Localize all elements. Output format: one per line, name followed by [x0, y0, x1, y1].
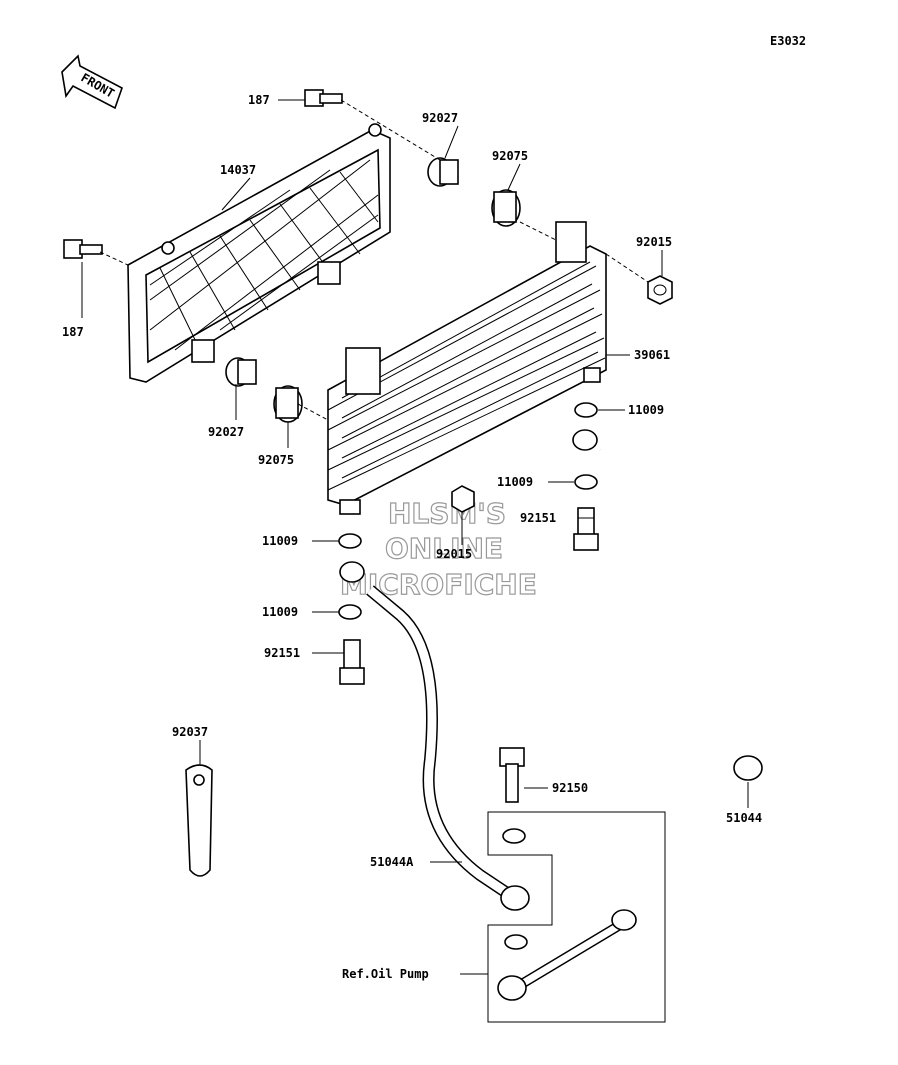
bolt-92150 — [499, 747, 525, 803]
label-14037: 14037 — [220, 163, 256, 177]
oil-hose-51044 — [572, 429, 763, 781]
ref-oil-pump-box — [487, 811, 666, 1023]
washer-11009-c — [338, 533, 362, 549]
label-92075-top: 92075 — [492, 149, 528, 163]
label-92151-b: 92151 — [264, 646, 300, 660]
label-92027-top: 92027 — [422, 111, 458, 125]
nut-92015-top — [647, 275, 673, 305]
label-51044A: 51044A — [370, 855, 414, 869]
label-11009-c: 11009 — [262, 534, 298, 548]
label-187-left: 187 — [62, 325, 84, 339]
collar-92027-top — [427, 157, 459, 187]
label-ref-oil-pump: Ref.Oil Pump — [342, 967, 429, 981]
nut-92015-bottom — [451, 485, 475, 513]
label-51044: 51044 — [726, 811, 762, 825]
label-11009-a: 11009 — [628, 403, 664, 417]
grommet-92075-bottom — [273, 385, 303, 423]
label-92037: 92037 — [172, 725, 208, 739]
label-187-top: 187 — [248, 93, 270, 107]
label-92150: 92150 — [552, 781, 588, 795]
watermark-line-1: HLSM'S — [388, 497, 506, 530]
watermark: HLSM'S ONLINE MICROFICHE — [339, 496, 537, 601]
label-11009-d: 11009 — [262, 605, 298, 619]
diagram-code: E3032 — [770, 34, 806, 48]
washer-11009-d — [338, 604, 362, 620]
collar-92027-bottom — [225, 357, 257, 387]
bolt-187-top — [304, 89, 343, 107]
oil-hose-51044A — [339, 561, 530, 911]
bolt-187-left — [63, 239, 103, 259]
label-11009-b: 11009 — [497, 475, 533, 489]
label-92015-bottom: 92015 — [436, 547, 472, 561]
label-92151-a: 92151 — [520, 511, 556, 525]
label-92075-bottom: 92075 — [258, 453, 294, 467]
label-39061: 39061 — [634, 348, 670, 362]
strap-92037 — [185, 764, 213, 877]
front-arrow-icon: FRONT — [61, 54, 123, 110]
leader-lines — [81, 99, 749, 975]
label-92015-top: 92015 — [636, 235, 672, 249]
banjo-bolt-92151-b — [339, 639, 365, 685]
watermark-line-3: MICROFICHE — [340, 568, 537, 601]
watermark-line-2: ONLINE — [385, 532, 503, 565]
cooler-screen-guard — [127, 123, 391, 383]
grommet-92075-top — [491, 189, 521, 227]
banjo-bolt-92151-a — [573, 507, 599, 551]
washer-11009-b — [574, 474, 598, 490]
oil-cooler-body — [327, 221, 607, 515]
washer-11009-a — [574, 402, 598, 418]
label-92027-bottom: 92027 — [208, 425, 244, 439]
